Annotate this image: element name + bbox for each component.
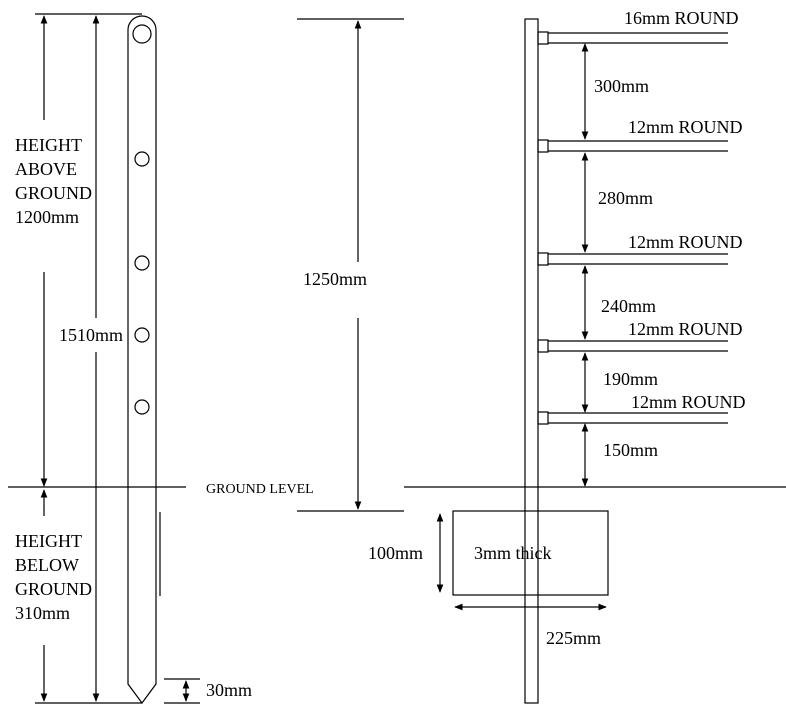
right-post-upright	[524, 18, 539, 704]
height-below-line-2: BELOW	[15, 555, 79, 575]
wire-rod	[537, 411, 728, 425]
right-post	[452, 18, 609, 704]
left-post-outline	[127, 15, 157, 705]
spacing-label: 190mm	[603, 369, 659, 389]
wire-bracket	[537, 411, 549, 425]
hole	[134, 255, 150, 271]
hole	[134, 151, 150, 167]
wire-label: 12mm ROUND	[628, 117, 743, 137]
wire-bracket	[537, 31, 549, 45]
tip-length-label: 30mm	[206, 680, 253, 700]
hole	[134, 327, 150, 343]
wire-label: 12mm ROUND	[628, 232, 743, 252]
top-hole	[132, 24, 152, 44]
left-post	[127, 15, 161, 705]
wire-bracket	[537, 252, 549, 266]
spacing-label: 240mm	[601, 296, 657, 316]
total-height-label: 1510mm	[59, 325, 124, 345]
spacing-label: 300mm	[594, 76, 650, 96]
base-plate	[452, 510, 609, 596]
wire-bracket	[537, 139, 549, 153]
wire-label: 16mm ROUND	[624, 8, 739, 28]
wire-rod	[537, 31, 728, 45]
height-above-value: 1200mm	[15, 207, 80, 227]
height-below-ground-label: HEIGHT BELOW GROUND 310mm	[15, 529, 92, 625]
plate-thickness-label: 3mm thick	[474, 543, 552, 563]
wire-rod	[537, 339, 728, 353]
plate-height-label: 100mm	[368, 543, 424, 563]
height-above-line-1: HEIGHT	[15, 135, 82, 155]
wire-rod	[537, 252, 728, 266]
wire-label: 12mm ROUND	[631, 392, 746, 412]
wire-bracket	[537, 339, 549, 353]
ground-level-label: GROUND LEVEL	[206, 482, 314, 497]
wire-rod	[537, 139, 728, 153]
height-above-line-2: ABOVE	[15, 159, 77, 179]
overall-height-label: 1250mm	[303, 269, 368, 289]
wire-label: 12mm ROUND	[628, 319, 743, 339]
height-above-ground-label: HEIGHT ABOVE GROUND 1200mm	[15, 133, 92, 229]
wires	[537, 31, 728, 425]
spacing-label: 150mm	[603, 440, 659, 460]
height-below-line-3: GROUND	[15, 579, 93, 599]
height-below-line-1: HEIGHT	[15, 531, 82, 551]
spacing-label: 280mm	[598, 188, 654, 208]
plate-width-label: 225mm	[546, 628, 602, 648]
height-above-line-3: GROUND	[15, 183, 93, 203]
height-below-value: 310mm	[15, 603, 71, 623]
hole	[134, 399, 150, 415]
